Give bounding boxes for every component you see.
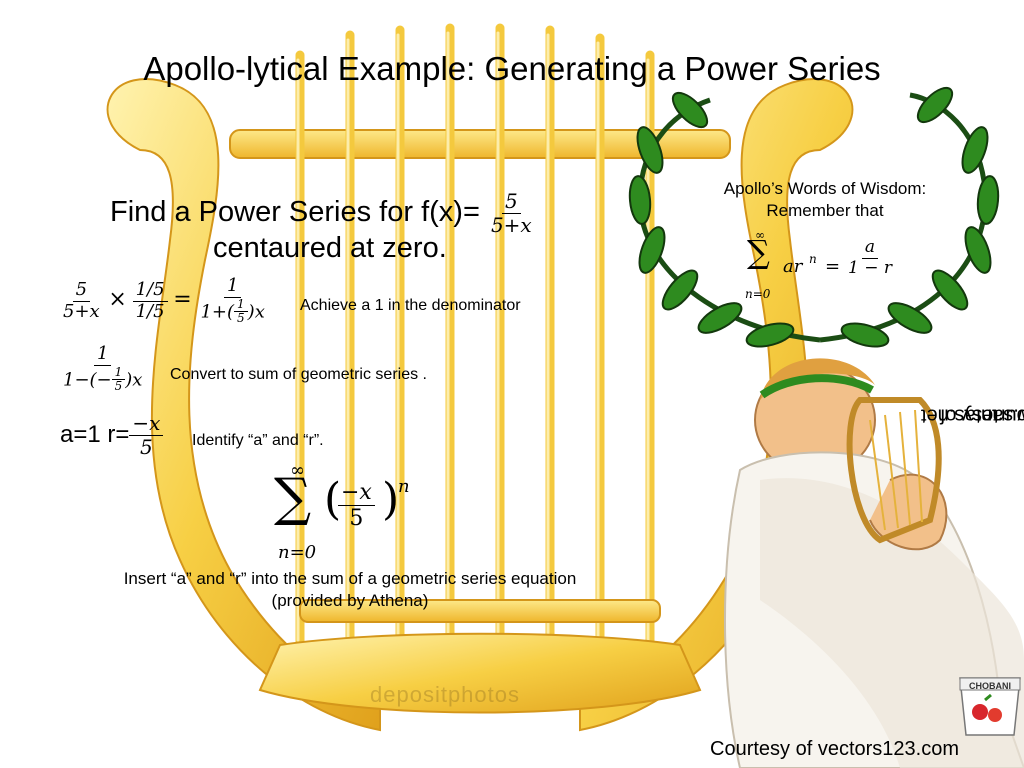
problem-line-2: centaured at zero.: [213, 232, 447, 264]
insert-note: Insert “a” and “r” into the sum of a geo…: [123, 569, 577, 611]
credit-santas: Courtesy of www.santas.net: [920, 404, 1024, 427]
wisdom-box: Apollo’s Words of Wisdom: Remember that: [680, 178, 970, 222]
wisdom-heading: Apollo’s Words of Wisdom:: [723, 179, 927, 198]
watermark-text: depositphotos: [370, 682, 520, 707]
lyre-illustration: [106, 23, 854, 732]
yogurt-brand-label: CHOBANI: [969, 681, 1011, 691]
slide-title: Apollo-lytical Example: Generating a Pow…: [143, 50, 881, 87]
step2-note: Convert to sum of geometric series .: [170, 366, 427, 383]
credit-vectors: Courtesy of vectors123.com: [710, 738, 959, 760]
problem-statement: Find a Power Series for f(x)= 5 5+x: [110, 190, 535, 237]
problem-line-1: Find a Power Series for f(x)=: [110, 196, 480, 229]
step1-note: Achieve a 1 in the denominator: [300, 297, 521, 314]
problem-fraction: 5 5+x: [490, 189, 532, 237]
laurel-wreath-illustration: [628, 86, 1000, 348]
yogurt-cup-illustration: [959, 677, 1021, 736]
wisdom-subheading: Remember that: [766, 201, 884, 221]
step3-note: Identify “a” and “r”.: [192, 432, 324, 449]
apollo-figure-illustration: [724, 358, 1024, 768]
